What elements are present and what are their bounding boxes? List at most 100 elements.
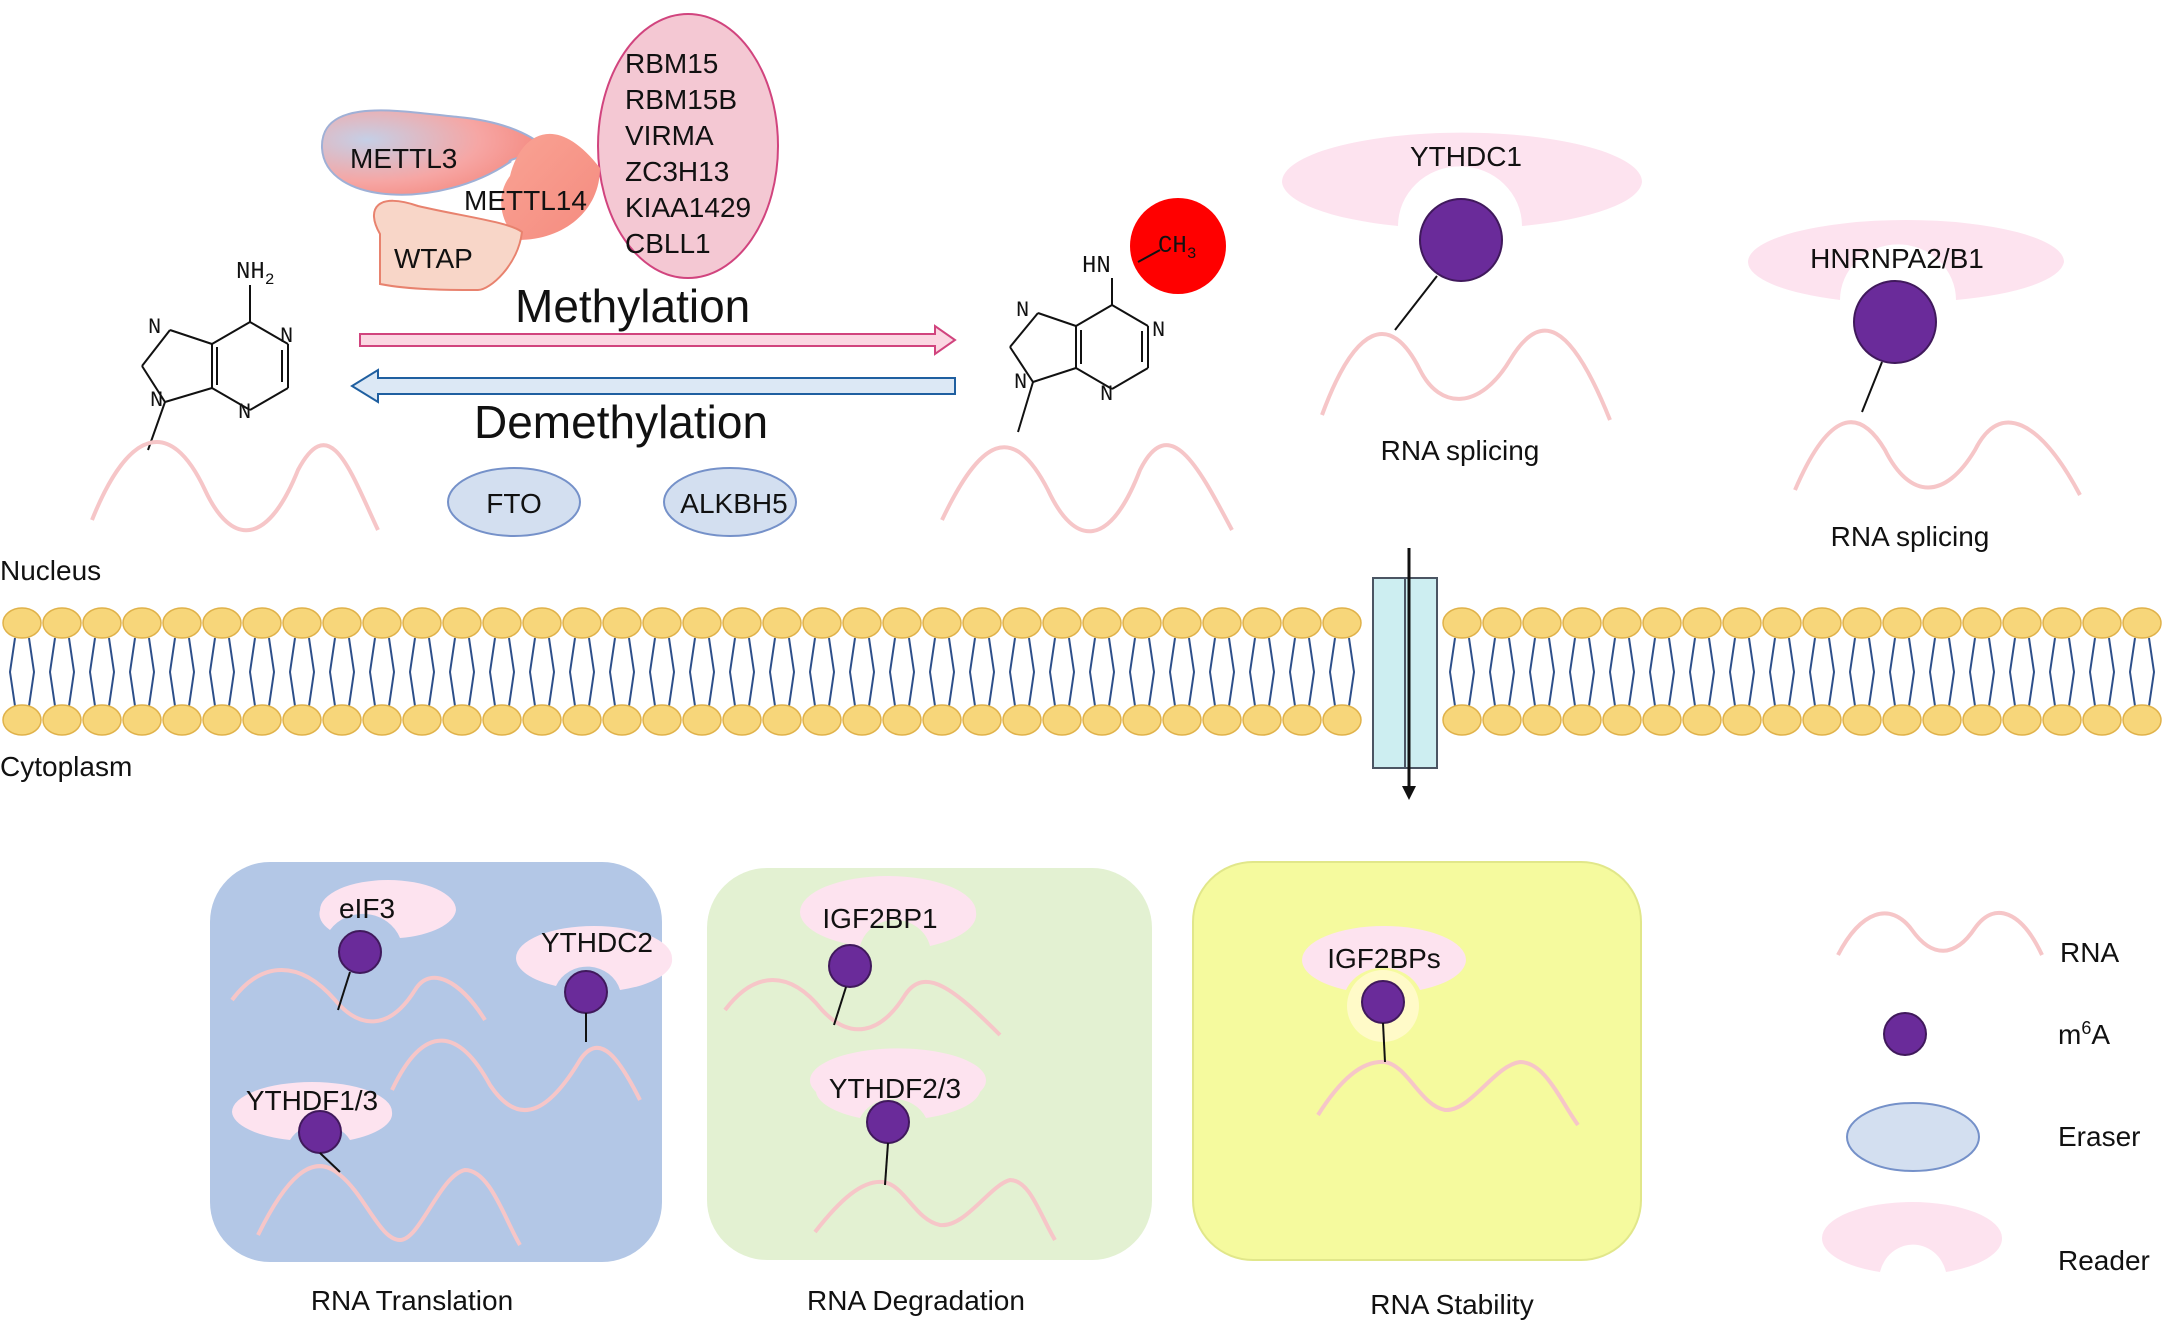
rna-strand-m6a	[940, 443, 1234, 534]
m6a-atom-labels: HN CH3 N N N N	[1014, 233, 1196, 407]
lipid-head	[962, 607, 1002, 639]
lipid-tail	[1648, 637, 1656, 707]
lipid-head	[562, 607, 602, 639]
lipid-head	[602, 607, 642, 639]
lipid-tail	[968, 637, 976, 707]
lipid-head	[762, 704, 802, 736]
reader-hnrnpa2b1: HNRNPA2/B1	[1748, 220, 2064, 413]
lipid-head	[82, 607, 122, 639]
lipid-tail	[288, 637, 296, 707]
methyl-group-circle	[1130, 198, 1226, 294]
lipid-head	[442, 704, 482, 736]
lipid-tail	[2108, 637, 2116, 707]
eraser-alkbh5-label: ALKBH5	[680, 488, 787, 519]
nh2-label: NH2	[236, 259, 274, 289]
panel-rna-translation: eIF3 YTHDC2 YTHDF1/3 RNA Translation	[210, 862, 673, 1316]
reader-igf2bps-label: IGF2BPs	[1327, 943, 1441, 974]
lipid-tail	[1268, 637, 1276, 707]
lipid-head	[202, 704, 242, 736]
lipid-head	[1282, 607, 1322, 639]
lipid-tail	[628, 637, 636, 707]
lipid-head	[1642, 704, 1682, 736]
lipid-tail	[328, 637, 336, 707]
lipid-tail	[528, 637, 536, 707]
panel-rna-degradation: IGF2BP1 YTHDF2/3 RNA Degradation	[707, 868, 1152, 1316]
cytoplasm-label: Cytoplasm	[0, 751, 132, 782]
lipid-head	[1762, 704, 1802, 736]
lipid-tail	[1768, 637, 1776, 707]
methylation-label: Methylation	[515, 280, 750, 332]
legend-rna-icon	[1836, 910, 2044, 956]
lipid-tail	[268, 637, 276, 707]
lipid-head	[2122, 704, 2162, 736]
adenine-n4: N	[150, 388, 163, 413]
lipid-tail	[2028, 637, 2036, 707]
lipid-head	[802, 607, 842, 639]
lipid-tail	[1548, 637, 1556, 707]
reader-ythdc2: YTHDC2	[515, 926, 673, 1042]
lipid-tail	[1708, 637, 1716, 707]
lipid-head	[1002, 704, 1042, 736]
lipid-tail	[808, 637, 816, 707]
lipid-tail	[1608, 637, 1616, 707]
lipid-head	[1322, 607, 1362, 639]
lipid-tail	[2068, 637, 2076, 707]
lipid-head	[1842, 704, 1882, 736]
reader-ythdf13-label: YTHDF1/3	[246, 1085, 378, 1116]
lipid-head	[1802, 607, 1842, 639]
lipid-tail	[108, 637, 116, 707]
reader-igf2bp1-label: IGF2BP1	[822, 903, 937, 934]
lipid-head	[402, 704, 442, 736]
lipid-tail	[1068, 637, 1076, 707]
lipid-tail	[488, 637, 496, 707]
rna-strand	[256, 1164, 522, 1247]
lipid-tail	[2048, 637, 2056, 707]
lipid-head	[602, 704, 642, 736]
lipid-head	[1442, 607, 1482, 639]
lipid-tail	[148, 637, 156, 707]
lipid-head	[1482, 704, 1522, 736]
lipid-tail	[88, 637, 96, 707]
lipid-tail	[1028, 637, 1036, 707]
lipid-head	[1242, 704, 1282, 736]
lipid-tail	[748, 637, 756, 707]
lipid-head	[242, 704, 282, 736]
lipid-tail	[1168, 637, 1176, 707]
reader-ythdf23: YTHDF2/3	[810, 1048, 987, 1186]
reader-igf2bp1: IGF2BP1	[800, 876, 977, 1026]
lipid-head	[362, 607, 402, 639]
legend-reader-label: Reader	[2058, 1245, 2150, 1276]
lipid-tail	[428, 637, 436, 707]
lipid-head	[1842, 607, 1882, 639]
legend-eraser-icon	[1846, 1102, 1980, 1172]
m6a-dot	[564, 970, 608, 1014]
lipid-tail	[848, 637, 856, 707]
lipid-head	[1802, 704, 1842, 736]
lipid-head	[42, 607, 82, 639]
panel-stability-box	[1192, 861, 1642, 1261]
eraser-fto-label: FTO	[486, 488, 541, 519]
lipid-head	[1722, 607, 1762, 639]
lipid-head	[562, 704, 602, 736]
lipid-tail	[8, 637, 16, 707]
wtap-label: WTAP	[394, 243, 473, 274]
lipid-head	[1642, 607, 1682, 639]
lipid-tail	[608, 637, 616, 707]
lipid-head	[1562, 607, 1602, 639]
wtap-shape	[373, 199, 524, 292]
legend-m6a-label: m6A	[2058, 1018, 2110, 1050]
lipid-tail	[1008, 637, 1016, 707]
lipid-tail	[1188, 637, 1196, 707]
lipid-tail	[508, 637, 516, 707]
lipid-head	[202, 607, 242, 639]
lipid-head	[1442, 704, 1482, 736]
lipid-head	[1962, 607, 2002, 639]
lipid-tail	[1568, 637, 1576, 707]
m6a-n2: N	[1152, 318, 1165, 343]
legend-m6a-icon	[1883, 1012, 1927, 1056]
lipid-tail	[728, 637, 736, 707]
lipid-tail	[788, 637, 796, 707]
lipid-head	[482, 607, 522, 639]
lipid-tail	[1148, 637, 1156, 707]
lipid-head	[402, 607, 442, 639]
